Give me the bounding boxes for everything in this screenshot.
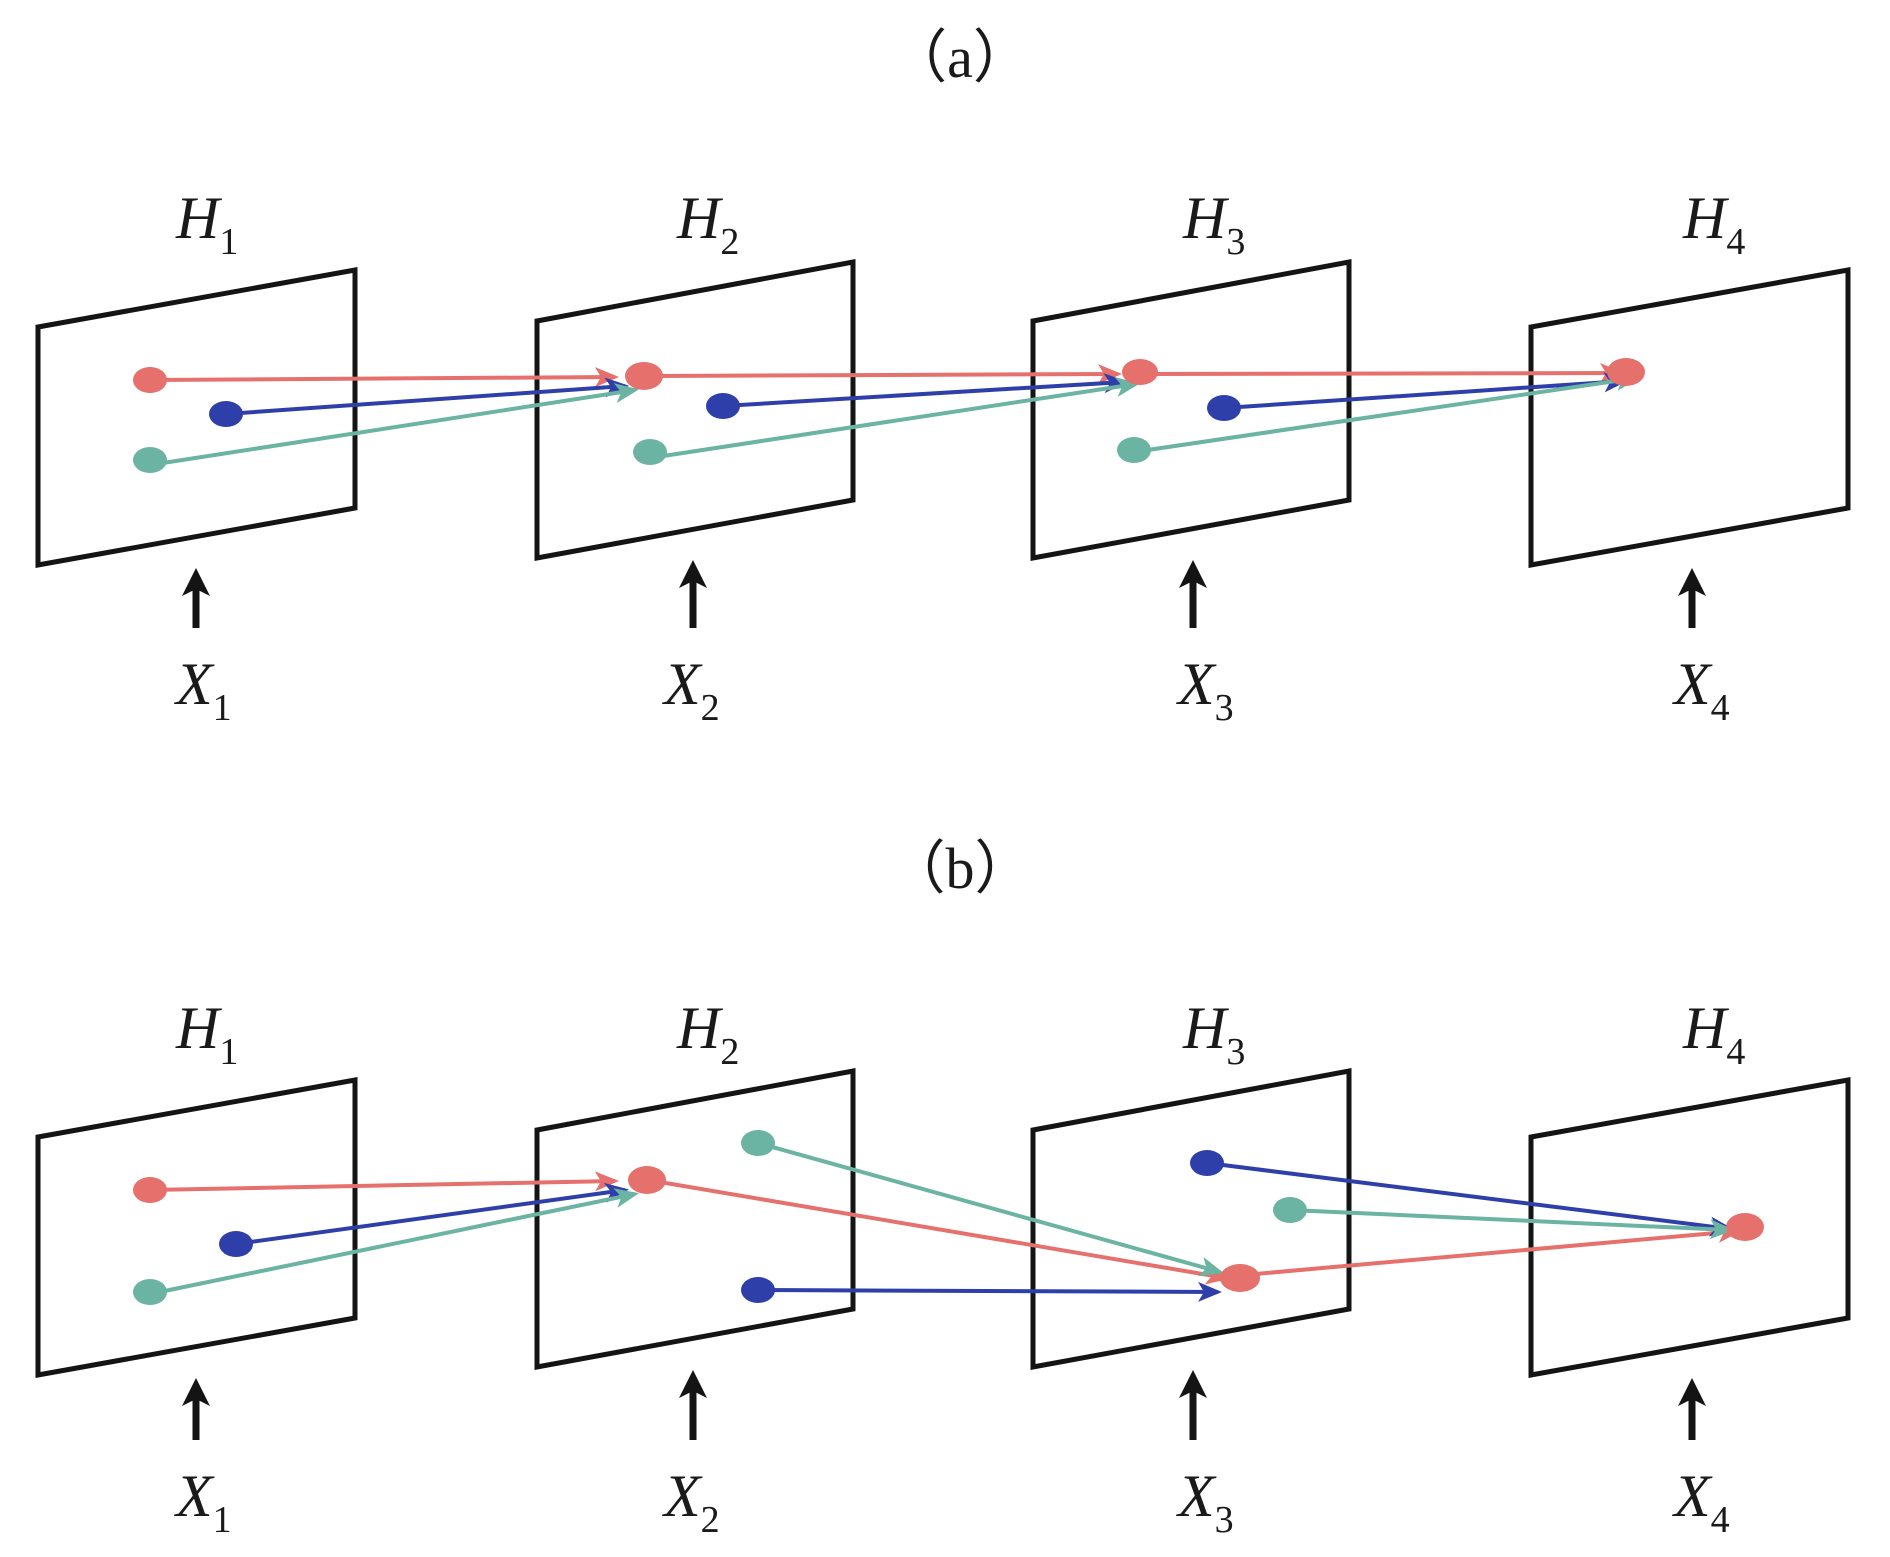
arrow-red-h1-h2 [149,367,619,388]
arrow-red-h3-h4 [1147,363,1624,384]
x1-label: X1 [174,1463,232,1541]
node-teal-h1 [133,1279,167,1305]
node-teal-h1 [133,447,167,473]
arrow-teal-h2-h3 [649,377,1140,460]
arrow-blue-h3-h4 [1223,372,1628,410]
panel-b-label: （b） [887,836,1032,901]
h4-label: H4 [1682,995,1745,1073]
arrow-teal-h1-h2 [149,1188,639,1296]
panel-b: （b） H1 H2 H3 H4 [35,836,1851,1541]
node-blue-h2 [741,1277,775,1303]
frame-h4 [1528,267,1851,568]
node-red-h2 [625,362,663,390]
node-red-h3 [1122,359,1158,385]
h2-label: H2 [676,995,739,1073]
node-teal-h3 [1273,1197,1307,1223]
node-teal-h3 [1117,437,1151,463]
arrow-red-h1-h2 [149,1171,619,1192]
x4-label: X4 [1672,1463,1730,1541]
x1-label: X1 [174,651,232,729]
arrow-red-h3-h4 [1243,1222,1742,1277]
arrow-blue-h2-h3 [722,373,1128,408]
x2-label: X2 [662,651,720,729]
arrow-teal-h2-h3 [757,1141,1224,1277]
panel-a-label: （a） [889,25,1031,90]
frame-h3 [1030,258,1352,562]
h2-label: H2 [676,185,739,263]
node-teal-h2 [741,1130,775,1156]
arrow-blue-h2-h3 [757,1281,1222,1302]
node-red-h2 [628,1166,666,1194]
frame-h2 [534,258,856,562]
node-red-h1 [133,367,167,393]
arrow-red-h2-h3 [647,364,1122,385]
node-red-h3 [1220,1264,1260,1292]
x2-label: X2 [662,1463,720,1541]
node-blue-h2 [706,393,740,419]
arrow-blue-h3-h4 [1206,1161,1734,1237]
arrow-blue-h1-h2 [235,1182,629,1246]
node-blue-h1 [219,1231,253,1257]
h3-label: H3 [1182,995,1245,1073]
frame-h2 [534,1067,856,1371]
arrow-teal-h3-h4 [1289,1208,1734,1240]
node-teal-h2 [633,439,667,465]
frame-h1 [35,267,358,568]
arrow-teal-h3-h4 [1133,371,1640,454]
h1-label: H1 [175,185,238,263]
panel-a: （a） H1 H2 H3 H4 [35,25,1851,729]
node-blue-h1 [209,401,243,427]
h1-label: H1 [175,995,238,1073]
x3-label: X3 [1176,1463,1234,1541]
arrow-teal-h1-h2 [149,383,639,467]
frame-h1 [35,1077,358,1378]
h3-label: H3 [1182,185,1245,263]
arrow-red-h2-h3 [647,1178,1230,1285]
arrow-blue-h1-h2 [225,377,629,416]
node-red-h4 [1726,1213,1764,1241]
h4-label: H4 [1682,185,1745,263]
node-blue-h3 [1190,1150,1224,1176]
node-red-h4 [1607,358,1645,386]
x3-label: X3 [1176,651,1234,729]
node-blue-h3 [1207,395,1241,421]
node-red-h1 [133,1177,167,1203]
x4-label: X4 [1672,651,1730,729]
